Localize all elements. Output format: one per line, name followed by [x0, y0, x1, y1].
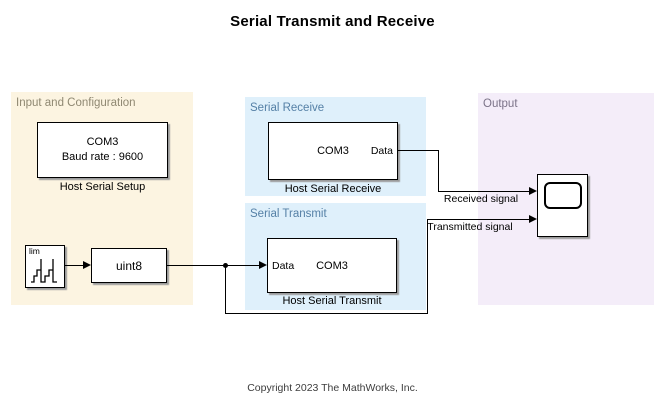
host-serial-setup-baud: Baud rate : 9600 — [61, 151, 144, 163]
block-host-serial-transmit[interactable]: Data COM3 — [267, 238, 397, 293]
block-host-serial-receive[interactable]: COM3 Data — [268, 122, 398, 180]
wire-branch-bottom — [225, 313, 428, 314]
wire-branch-down — [225, 265, 226, 313]
area-receive-title: Serial Receive — [250, 102, 325, 114]
wire-branch-up — [427, 219, 428, 314]
wire-receive-data-out — [398, 150, 439, 151]
host-serial-receive-label: Host Serial Receive — [284, 183, 382, 195]
area-input-title: Input and Configuration — [16, 97, 136, 109]
block-scope[interactable] — [537, 174, 588, 237]
area-output-title: Output — [483, 98, 518, 110]
wire-uint8-to-transmit — [167, 265, 260, 266]
host-serial-setup-label: Host Serial Setup — [59, 181, 146, 193]
host-serial-transmit-label: Host Serial Transmit — [282, 295, 382, 307]
arrowhead-uint8-input — [83, 261, 91, 269]
counter-lim-text: lim — [29, 246, 40, 256]
host-serial-setup-com: COM3 — [86, 136, 119, 148]
block-data-type-conversion[interactable]: uint8 — [91, 248, 167, 283]
wire-received-to-scope — [438, 191, 529, 192]
arrowhead-scope-input-1 — [529, 187, 537, 195]
wire-transmitted-to-scope — [427, 219, 529, 220]
block-host-serial-setup[interactable]: COM3 Baud rate : 9600 — [37, 122, 168, 178]
wire-receive-down — [438, 150, 439, 192]
signal-label-received: Received signal — [443, 193, 519, 205]
copyright-text: Copyright 2023 The MathWorks, Inc. — [247, 382, 418, 394]
arrowhead-scope-input-2 — [529, 215, 537, 223]
host-serial-receive-com: COM3 — [317, 145, 349, 157]
block-counter-limited[interactable]: lim — [25, 245, 65, 288]
arrowhead-transmit-data-input — [259, 261, 267, 269]
area-transmit-title: Serial Transmit — [250, 208, 327, 220]
host-serial-transmit-com: COM3 — [316, 259, 348, 272]
wire-counter-to-uint8 — [65, 265, 84, 266]
port-label-data-in: Data — [272, 259, 295, 272]
model-title: Serial Transmit and Receive — [230, 13, 435, 30]
uint8-text: uint8 — [115, 258, 143, 273]
signal-label-transmitted: Transmitted signal — [427, 221, 513, 233]
stairstep-waveform-icon — [26, 248, 64, 291]
scope-display-icon — [544, 182, 582, 209]
port-label-data-out: Data — [370, 145, 393, 157]
